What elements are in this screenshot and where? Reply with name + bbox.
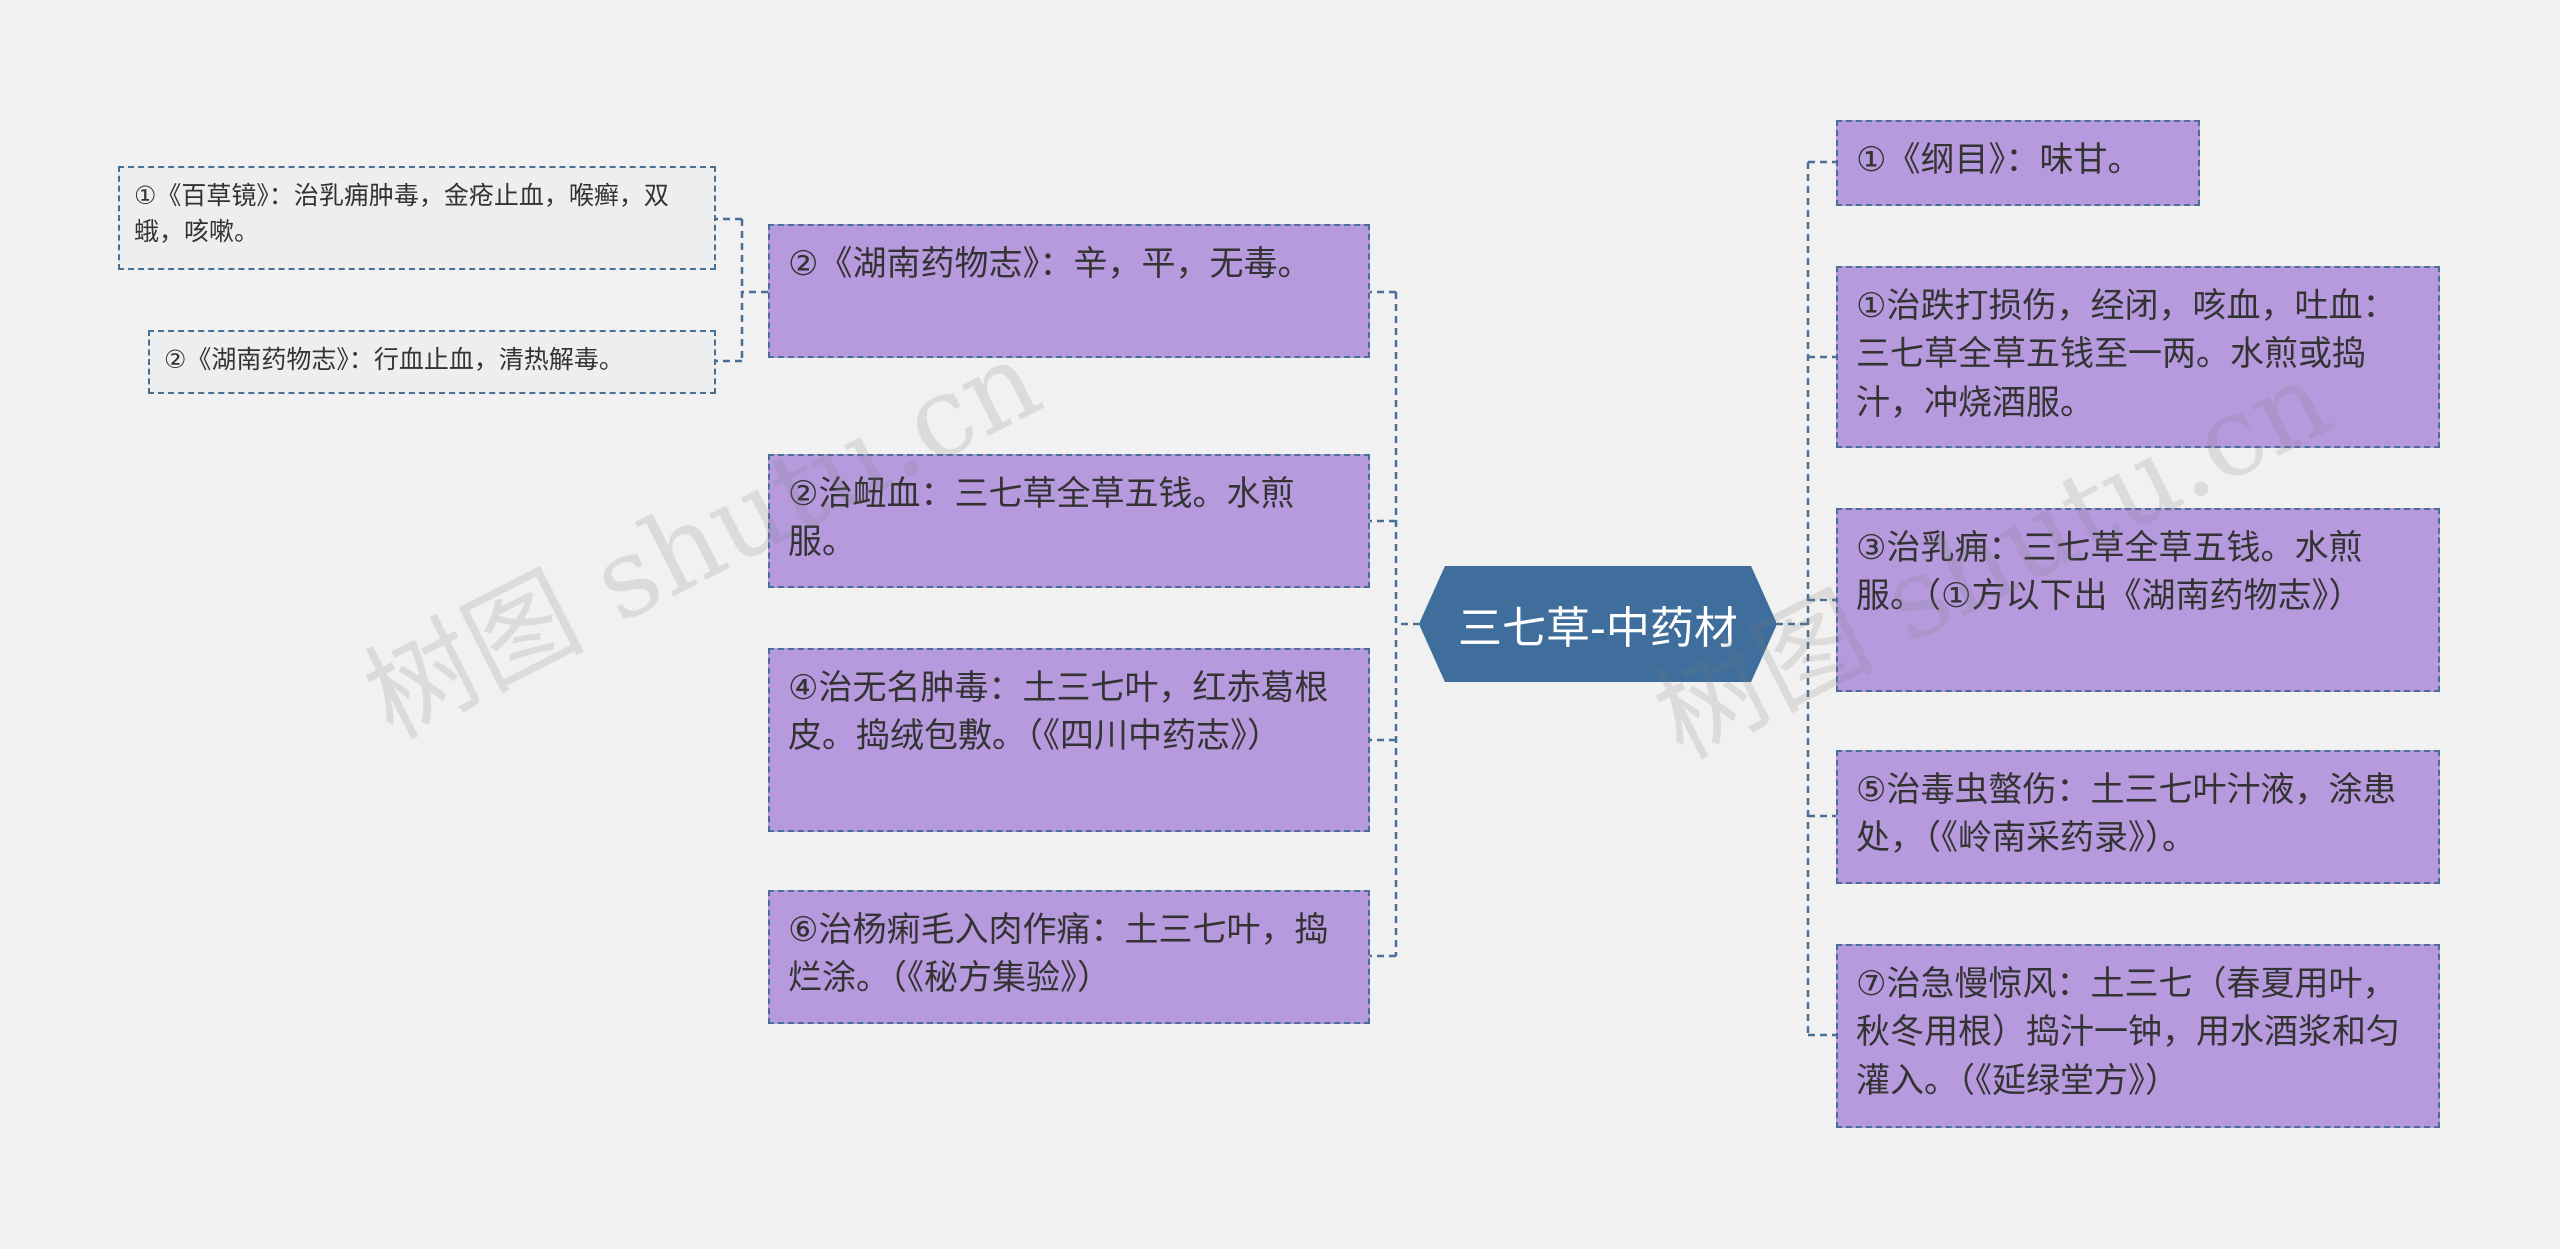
right-node-3[interactable]: ③治乳痈：三七草全草五钱。水煎服。（①方以下出《湖南药物志》） xyxy=(1836,508,2440,692)
center-hexagon-shape xyxy=(1420,566,1776,682)
left-node-2[interactable]: ②治衄血：三七草全草五钱。水煎服。 xyxy=(768,454,1370,588)
left-sub-node-2[interactable]: ②《湖南药物志》：行血止血，清热解毒。 xyxy=(148,330,716,394)
center-topic[interactable]: 三七草-中药材 xyxy=(1420,566,1776,682)
left-node-3[interactable]: ④治无名肿毒：土三七叶，红赤葛根皮。捣绒包敷。（《四川中药志》） xyxy=(768,648,1370,832)
center-topic-label: 三七草-中药材 xyxy=(1458,603,1738,654)
left-sub-node-1[interactable]: ①《百草镜》：治乳痈肿毒，金疮止血，喉癣，双蛾，咳嗽。 xyxy=(118,166,716,270)
right-node-1[interactable]: ①《纲目》：味甘。 xyxy=(1836,120,2200,206)
left-node-1[interactable]: ②《湖南药物志》：辛，平，无毒。 xyxy=(768,224,1370,358)
right-node-2[interactable]: ①治跌打损伤，经闭，咳血，吐血：三七草全草五钱至一两。水煎或捣汁，冲烧酒服。 xyxy=(1836,266,2440,448)
right-node-4[interactable]: ⑤治毒虫螫伤：土三七叶汁液，涂患处，（《岭南采药录》）。 xyxy=(1836,750,2440,884)
right-node-5[interactable]: ⑦治急慢惊风：土三七（春夏用叶，秋冬用根）捣汁一钟，用水酒浆和匀灌入。（《延绿堂… xyxy=(1836,944,2440,1128)
left-node-4[interactable]: ⑥治杨痢毛入肉作痛：土三七叶，捣烂涂。（《秘方集验》） xyxy=(768,890,1370,1024)
